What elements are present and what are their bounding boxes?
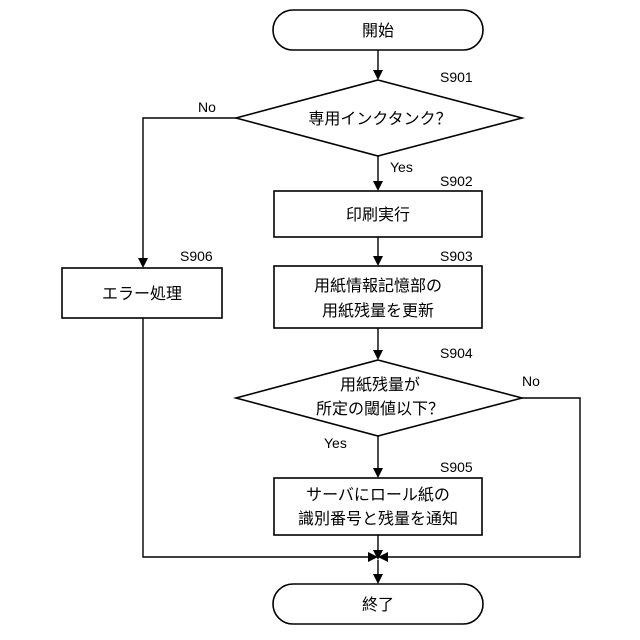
step-label-s905: S905 <box>440 459 473 475</box>
arrowhead <box>373 181 383 191</box>
step-label-s906: S906 <box>180 248 213 264</box>
process-s903-text-line2: 用紙残量を更新 <box>322 302 434 320</box>
start-label: 開始 <box>362 22 394 40</box>
end-terminal: 終了 <box>273 584 483 624</box>
process-s905-text-line1: サーバにロール紙の <box>306 486 450 504</box>
step-label-s902: S902 <box>440 173 473 189</box>
arrowhead <box>373 350 383 360</box>
start-terminal: 開始 <box>273 10 483 50</box>
process-s902-text: 印刷実行 <box>346 206 410 224</box>
arrowhead <box>373 574 383 584</box>
arrowhead <box>373 70 383 80</box>
arrowhead <box>373 256 383 266</box>
arrowhead <box>138 258 148 268</box>
branch-label-s904-no: No <box>522 373 540 389</box>
decision-s904-text-line1: 用紙残量が <box>340 376 420 394</box>
decision-s904: S904 用紙残量が 所定の閾値以下？ No Yes <box>236 345 540 451</box>
step-label-s901: S901 <box>440 69 473 85</box>
step-label-s903: S903 <box>440 248 473 264</box>
branch-label-s904-yes: Yes <box>324 435 347 451</box>
process-s906-text: エラー処理 <box>102 285 182 303</box>
arrowhead <box>373 468 383 478</box>
branch-label-s901-yes: Yes <box>390 159 413 175</box>
process-s905-text-line2: 識別番号と残量を通知 <box>298 510 458 528</box>
step-label-s904: S904 <box>440 345 473 361</box>
decision-s901-text: 専用インクタンク？ <box>308 110 451 128</box>
branch-label-s901-no: No <box>198 99 216 115</box>
decision-s904-text-line2: 所定の閾値以下？ <box>316 400 444 418</box>
decision-s904-shape <box>236 360 522 436</box>
end-label: 終了 <box>362 596 394 614</box>
process-s903-text-line1: 用紙情報記憶部の <box>314 277 442 295</box>
connector-s901-no <box>143 118 236 260</box>
decision-s901: S901 専用インクタンク？ No Yes <box>198 69 522 175</box>
